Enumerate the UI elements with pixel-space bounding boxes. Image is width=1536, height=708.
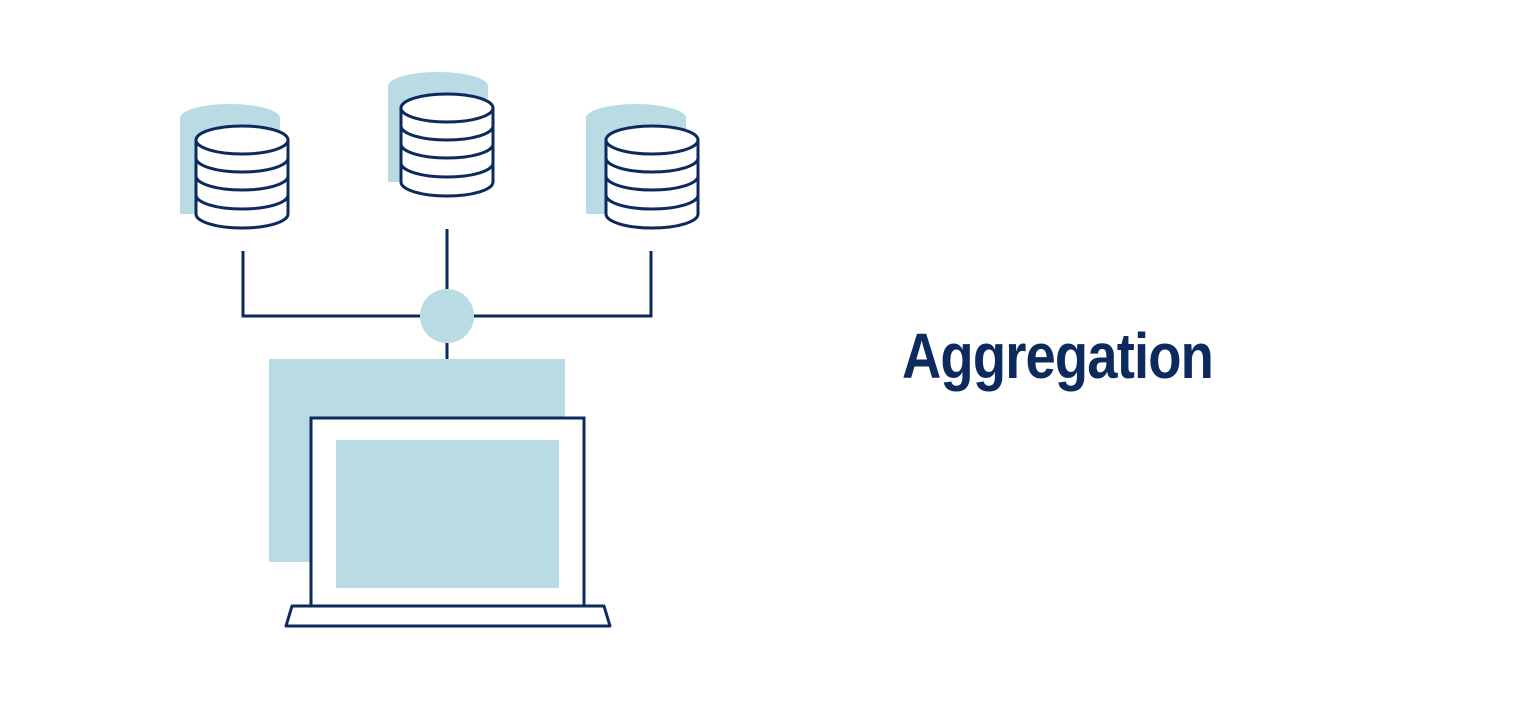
database-icon [586, 104, 700, 230]
diagram-title: Aggregation [902, 320, 1214, 392]
database-icon [388, 72, 495, 198]
database-icon [180, 104, 290, 230]
merge-node-icon [420, 289, 474, 343]
laptop-icon [269, 359, 612, 628]
